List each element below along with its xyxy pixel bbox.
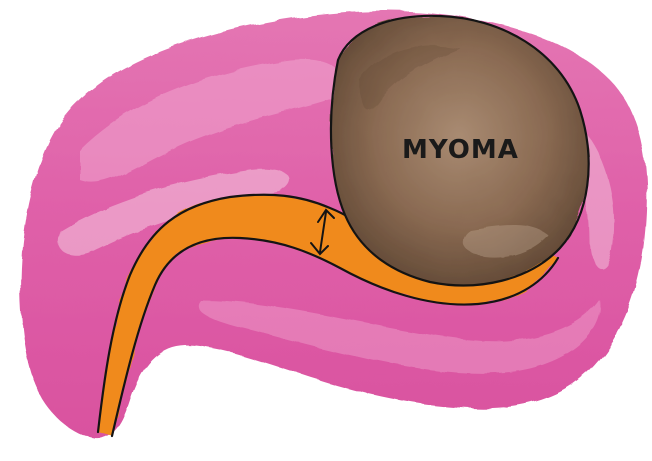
myoma-label: MYOMA <box>402 135 519 165</box>
